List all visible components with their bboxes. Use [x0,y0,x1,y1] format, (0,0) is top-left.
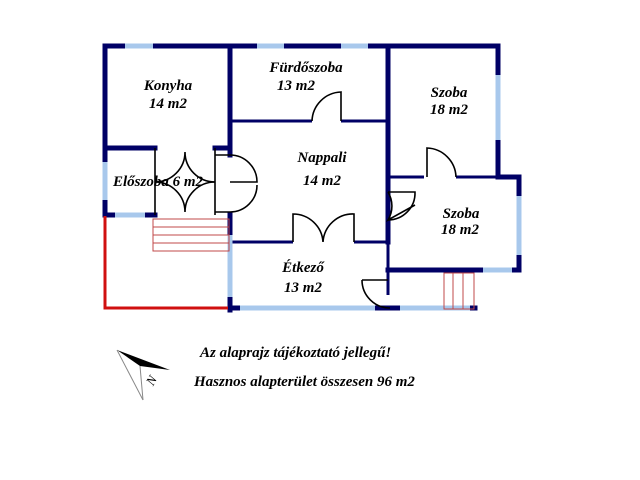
windows [102,43,522,311]
room-etkezo-name: Étkező [281,259,325,276]
room-konyha-area: 14 m2 [149,96,187,112]
room-etkezo-area: 13 m2 [284,280,322,296]
room-nappali-name: Nappali [296,150,347,166]
room-eloszoba-label: Előszoba 6 m2 [112,174,204,190]
room-nappali-area: 14 m2 [303,173,341,189]
disclaimer-note: Az alaprajz tájékoztató jellegű! [199,345,391,361]
total-area-note: Hasznos alapterület összesen 96 m2 [193,374,415,390]
room-furdoszoba-name: Fürdőszoba [268,60,343,76]
room-szoba-1-area: 18 m2 [430,102,468,118]
terrace-outline [103,216,228,310]
room-szoba-2-area: 18 m2 [441,222,479,238]
room-szoba-2-name: Szoba [443,206,480,222]
north-arrow-icon: N [116,349,170,401]
entrance-stairs [152,218,230,252]
rear-stairs [443,272,475,310]
room-furdoszoba-area: 13 m2 [277,78,315,94]
room-konyha-name: Konyha [143,78,193,94]
compass-label: N [142,372,160,389]
room-szoba-1-name: Szoba [431,85,468,101]
doors [154,91,457,309]
